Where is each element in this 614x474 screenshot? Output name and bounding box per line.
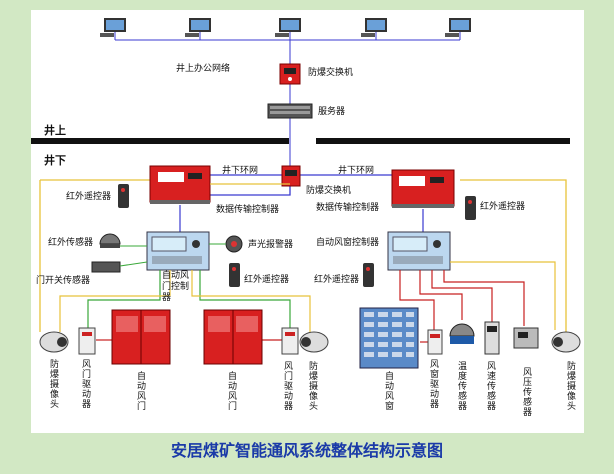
door-driver-icon [281,327,299,355]
temperature-sensor-label: 温度传感器 [457,362,467,412]
remote-label-3: 红外遥控器 [244,275,290,285]
auto-window-label: 自动风窗 [384,372,394,412]
computer-icon [185,18,211,37]
server-icon [267,103,313,119]
auto-door-icon [203,309,263,365]
surface-label: 井上 [44,124,66,137]
switch-mid-icon [281,165,301,187]
window-driver-icon [427,329,443,355]
ir-sensor-label: 红外传感器 [48,238,94,248]
switch-mid-label: 防爆交换机 [306,186,352,196]
computer-icon [445,18,471,37]
door-driver-icon [78,327,96,355]
office-network-lines [114,32,461,166]
server-label: 服务器 [318,107,346,117]
underground-label: 井下 [44,154,66,167]
surface-divider [31,138,570,144]
remote-icon [118,184,129,208]
ir-sensor-icon [99,233,121,248]
door-sensor-label: 门开关传感器 [36,276,91,286]
camera-label-1: 防爆摄像头 [49,360,59,410]
ring-left-label: 井下环网 [222,166,259,176]
wind-speed-sensor-icon [484,321,500,355]
alarm-icon [225,235,243,253]
door-sensor-icon [91,261,121,273]
auto-door-icon [111,309,171,365]
auto-door-controller-label: 自动风门控制器 [162,271,190,303]
auto-window-controller-icon [387,231,451,271]
remote-icon [465,196,476,220]
auto-window-icon [359,307,419,369]
ring-right-label: 井下环网 [338,166,375,176]
camera-label-2: 防爆摄像头 [308,362,318,412]
computer-icon [100,18,126,37]
dtc-right-label: 数据传输控制器 [316,203,380,213]
dtc-right-icon [391,169,455,208]
camera-icon [551,331,581,353]
diagram-caption: 安居煤矿智能通风系统整体结构示意图 [170,441,443,460]
camera-label-3: 防爆摄像头 [566,362,576,412]
dtc-left-icon [149,165,211,204]
auto-door-label-2: 自动风门 [227,372,237,412]
wind-pressure-sensor-label: 风压传感器 [522,368,532,418]
door-driver-label-2: 风门驱动器 [283,362,293,412]
office-network-label: 井上办公网络 [176,64,231,74]
computer-icon [275,18,301,37]
temperature-sensor-icon [449,323,475,344]
computer-icon [361,18,387,37]
window-driver-label: 风窗驱动器 [429,360,439,410]
remote-label-1: 红外遥控器 [66,192,112,202]
auto-door-controller-icon [146,231,210,271]
remote-icon [229,263,240,287]
switch-top-label: 防爆交换机 [308,68,354,78]
door-driver-label-1: 风门驱动器 [81,360,91,410]
dtc-left-label: 数据传输控制器 [216,205,280,215]
remote-icon [363,263,374,287]
remote-label-2: 红外遥控器 [480,202,526,212]
auto-door-label-1: 自动风门 [136,372,146,412]
camera-icon [39,331,69,353]
remote-label-4: 红外遥控器 [314,275,360,285]
auto-window-controller-label: 自动风窗控制器 [316,238,380,248]
alarm-label: 声光报警器 [248,240,294,250]
camera-icon [299,331,329,353]
switch-top-icon [279,63,301,85]
wind-pressure-sensor-icon [513,327,539,349]
wind-speed-sensor-label: 风速传感器 [486,362,496,412]
